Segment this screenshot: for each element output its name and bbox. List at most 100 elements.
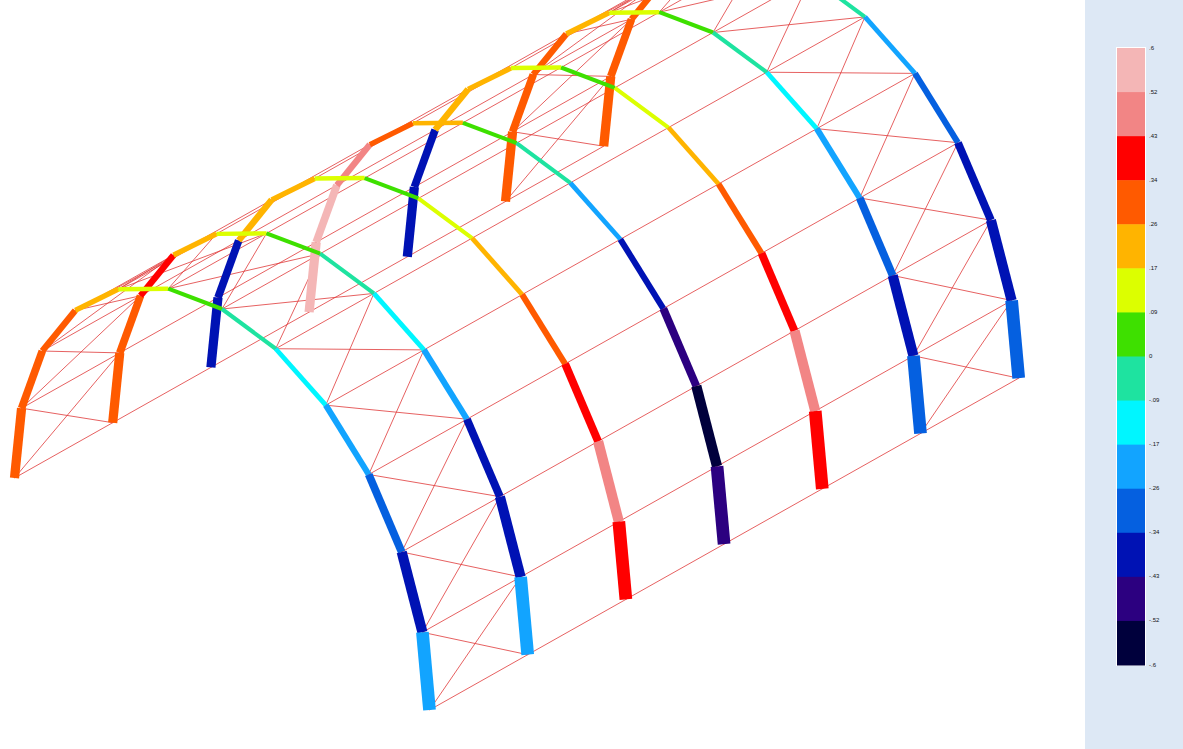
truss-member [865,17,915,73]
arch-rib-segment [1012,300,1019,378]
colorbar-value: -.26 [1149,485,1159,492]
truss-member [795,331,816,411]
arch-rib-segment [316,185,337,242]
truss-member [696,386,717,466]
arch-rib-segment [472,238,522,294]
arch-rib-segment [42,310,75,351]
truss-member [326,293,374,405]
truss-member [570,128,668,183]
truss-member [272,179,315,200]
truss-member [811,0,865,17]
truss-member [958,143,991,220]
truss-member [468,68,511,89]
truss-member [521,522,619,577]
truss-member [626,544,724,599]
colorbar-value: .34 [1149,177,1157,184]
arch-rib-segment [369,474,402,551]
truss-member [762,198,860,253]
colorbar-value: .09 [1149,309,1157,316]
truss-member [696,331,794,386]
arch-rib-segment [632,0,665,19]
truss-member [817,129,860,198]
truss-member [762,253,795,330]
colorbar-band [1117,577,1145,622]
arch-rib-segment [365,178,419,198]
truss-member [402,419,467,552]
truss-member [713,0,757,33]
truss-member [407,202,505,257]
truss-member [276,349,326,405]
truss-member [168,234,216,289]
truss-member [369,419,467,474]
arch-rib-segment [663,309,696,386]
truss-member [42,351,119,353]
truss-member [118,255,173,289]
truss-member [369,350,424,475]
colorbar-band [1117,357,1145,402]
arch-rib-segment [222,309,276,349]
colorbar-value: .26 [1149,221,1157,228]
truss-member [615,33,713,88]
arch-rib-segment [22,351,43,408]
truss-member [370,89,468,144]
truss-member [719,184,762,253]
arch-rib-segment [511,65,561,70]
colorbar-band [1117,92,1145,137]
arch-rib-segment [418,198,472,238]
arch-rib-segment [468,68,511,89]
truss-member [211,312,309,367]
truss-member [619,466,717,521]
arch-rib-segment [913,356,920,434]
truss-member [173,200,271,255]
truss-member [817,17,865,129]
truss-member [724,489,822,544]
truss-member [565,364,598,441]
arch-rib-segment [713,33,767,73]
truss-member [326,405,369,474]
arch-rib-segment [915,73,958,142]
arch-rib-segment [717,466,724,544]
arch-rib-segment [521,577,528,655]
truss-member [528,599,626,654]
colorbar-band [1117,489,1145,534]
truss-member [522,295,565,364]
colorbar-value: -.52 [1149,617,1159,624]
arch-rib-segment [422,632,429,710]
truss-member [713,33,767,73]
colorbar-value: -.6 [1149,662,1156,669]
arch-rib-segment [811,0,865,17]
arch-rib-segment [566,13,609,34]
colorbar-band [1117,224,1145,269]
arch-rib-segment [893,275,914,355]
truss-member [369,474,402,551]
truss-member [598,386,696,441]
truss-member [632,0,665,19]
colorbar-value: -.09 [1149,397,1159,404]
truss-member [418,143,516,198]
arch-rib-segment [15,408,22,478]
truss-member [611,19,632,76]
truss-member [921,378,1019,433]
arch-rib-segment [570,183,620,239]
truss-member [817,73,915,128]
truss-member [113,353,120,423]
truss-member [120,296,141,353]
arch-rib-segment [513,75,534,132]
truss-member [570,183,620,239]
truss-member [513,75,534,132]
truss-member [272,145,370,200]
truss-member [266,178,364,233]
truss-member [619,522,626,600]
truss-member [815,411,822,489]
truss-member [620,184,718,239]
arch-rib-segment [463,123,517,143]
truss-member [430,655,528,710]
truss-member [15,353,120,478]
colorbar-value: 0 [1149,353,1152,360]
arch-rib-segment [522,295,565,364]
truss-member [467,419,500,496]
truss-member [669,128,719,184]
truss-member [913,356,920,434]
truss-member [506,146,604,201]
truss-member [222,309,276,349]
